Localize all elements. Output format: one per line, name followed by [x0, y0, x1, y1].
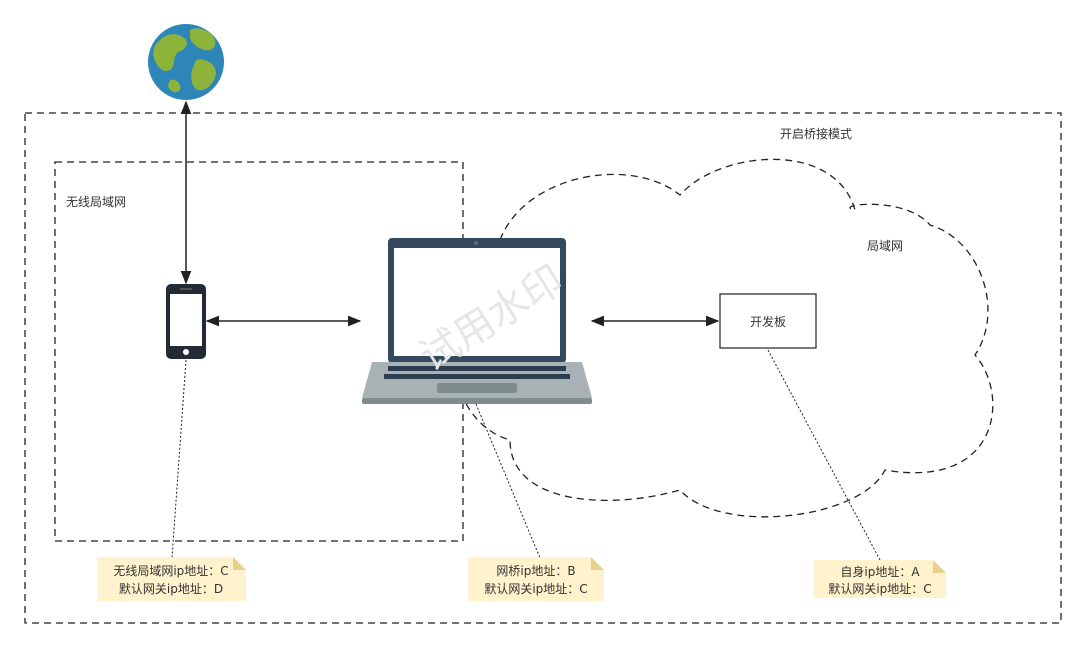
lan-label: 局域网 — [867, 239, 903, 253]
board-note-line1: 自身ip地址：A — [840, 564, 920, 579]
phone-ip-note: 无线局域网ip地址：C 默认网关ip地址：D — [97, 557, 246, 601]
laptop-note-line2: 默认网关ip地址：C — [484, 581, 587, 596]
dev-board-box — [719, 293, 817, 349]
phone-note-line2: 默认网关ip地址：D — [119, 581, 223, 596]
wireless-lan-region — [54, 161, 464, 542]
phone-note-connector — [171, 359, 187, 559]
laptop-note-line1: 网桥ip地址：B — [496, 564, 575, 578]
smartphone-icon — [166, 284, 206, 359]
wireless-lan-label: 无线局域网 — [66, 195, 126, 209]
board-note-line2: 默认网关ip地址：C — [828, 581, 931, 596]
bridge-mode-region — [24, 112, 1062, 624]
globe-icon — [148, 24, 224, 100]
board-ip-note: 自身ip地址：A 默认网关ip地址：C — [814, 560, 946, 598]
laptop-icon — [362, 238, 592, 404]
phone-note-line1: 无线局域网ip地址：C — [113, 564, 228, 578]
laptop-ip-note: 网桥ip地址：B 默认网关ip地址：C — [468, 557, 604, 601]
dev-board-label: 开发板 — [750, 314, 786, 329]
bridge-mode-label: 开启桥接模式 — [780, 126, 852, 141]
